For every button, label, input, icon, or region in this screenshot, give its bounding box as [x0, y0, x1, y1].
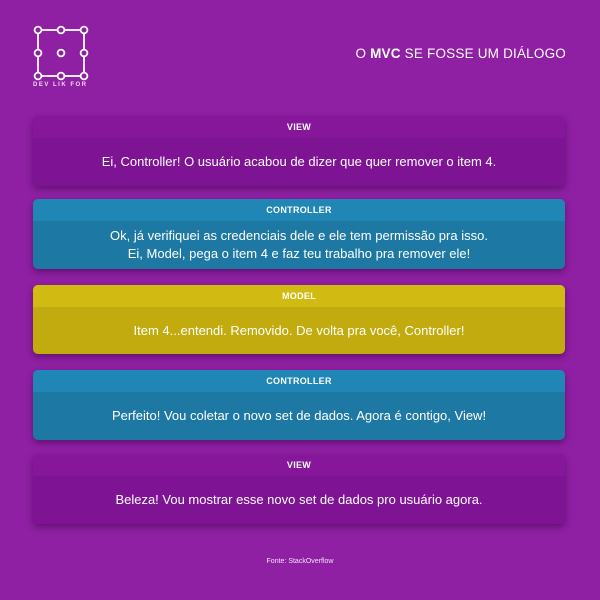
dialogue-message: Beleza! Vou mostrar esse novo set de dad…: [33, 476, 565, 524]
dialogue-line: Beleza! Vou mostrar esse novo set de dad…: [115, 492, 483, 507]
dialogue-card-model: MODEL Item 4...entendi. Removido. De vol…: [33, 285, 565, 354]
dialogue-card-controller-2: CONTROLLER Perfeito! Vou coletar o novo …: [33, 370, 565, 440]
page-title: O MVC SE FOSSE UM DIÁLOGO: [355, 46, 566, 61]
speaker-label: MODEL: [33, 285, 565, 307]
page-title-suffix: SE FOSSE UM DIÁLOGO: [404, 46, 566, 61]
dialogue-message: Perfeito! Vou coletar o novo set de dado…: [33, 392, 565, 440]
brand-caption: DEV LIK FOR: [33, 82, 88, 88]
speaker-label: VIEW: [33, 116, 565, 138]
dialogue-card-controller-1: CONTROLLER Ok, já verifiquei as credenci…: [33, 199, 565, 269]
dialogue-message: Ei, Controller! O usuário acabou de dize…: [33, 138, 565, 186]
dialogue-message: Item 4...entendi. Removido. De volta pra…: [33, 307, 565, 354]
dialogue-card-view-1: VIEW Ei, Controller! O usuário acabou de…: [33, 116, 565, 186]
dialogue-message: Ok, já verifiquei as credenciais dele e …: [33, 221, 565, 269]
brand-logo: DEV LIK FOR: [33, 25, 89, 95]
dot-grid-logo-icon: [33, 25, 89, 81]
dialogue-card-view-2: VIEW Beleza! Vou mostrar esse novo set d…: [33, 454, 565, 524]
dialogue-line: Ei, Controller! O usuário acabou de dize…: [101, 154, 497, 169]
speaker-label: CONTROLLER: [33, 199, 565, 221]
page-title-highlight: MVC: [370, 46, 401, 61]
speaker-label: VIEW: [33, 454, 565, 476]
dialogue-line: Ei, Model, pega o item 4 e faz teu traba…: [127, 246, 471, 261]
dialogue-line: Perfeito! Vou coletar o novo set de dado…: [111, 408, 487, 423]
dialogue-line: Ok, já verifiquei as credenciais dele e …: [110, 228, 488, 243]
speaker-label: CONTROLLER: [33, 370, 565, 392]
page-title-prefix: O: [355, 46, 367, 61]
source-credit: Fonte: StackOverflow: [266, 558, 334, 565]
dialogue-line: Item 4...entendi. Removido. De volta pra…: [133, 322, 465, 338]
